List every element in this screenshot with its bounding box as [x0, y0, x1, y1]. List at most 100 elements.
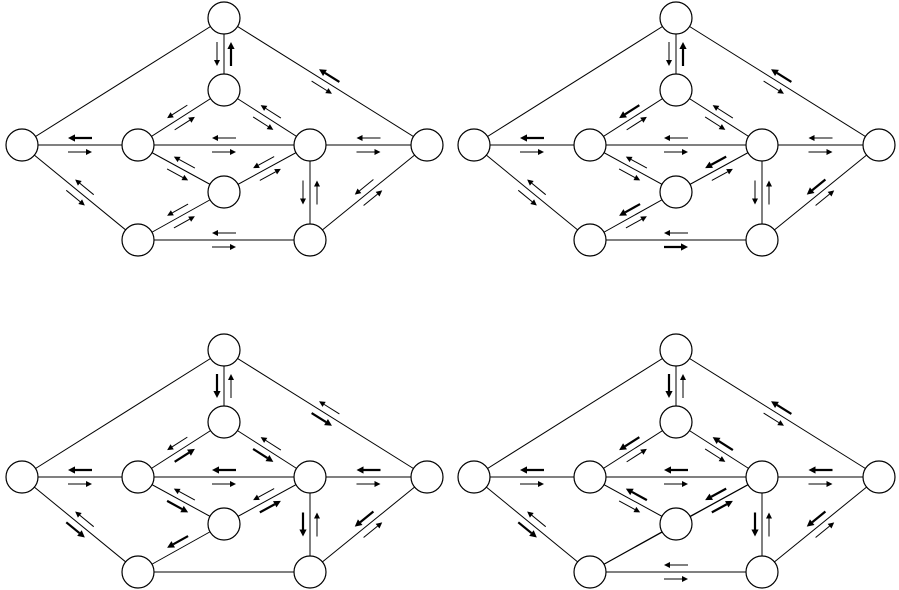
flow-arrow-D-to-B [664, 562, 688, 568]
node-L [457, 460, 491, 494]
flow-arrow-C-to-D [752, 180, 758, 205]
flow-arrow-A-to-C [212, 149, 236, 155]
edge-A-M1 [137, 89, 225, 146]
node-A [121, 460, 155, 494]
edge-D-R [761, 476, 880, 573]
edge-L-B [21, 476, 139, 573]
flow-arrow-M1-to-C [252, 116, 274, 130]
node-M2 [207, 507, 241, 541]
flow-arrow-M2-to-C [259, 500, 281, 514]
flow-arrow-M1-to-T [679, 42, 687, 66]
flow-arrow-C-to-M1 [712, 437, 734, 451]
flow-arrow-M1-to-A [167, 436, 188, 451]
node-R [410, 128, 444, 162]
flow-arrow-B-to-L [527, 511, 547, 528]
edge-T-R [675, 17, 880, 146]
flow-arrow-C-to-M2 [705, 155, 727, 169]
flow-arrow-D-to-B [664, 230, 688, 236]
edge-L-B [473, 144, 591, 241]
flow-arrow-C-to-R [356, 149, 381, 155]
flow-arrows [517, 42, 835, 251]
flow-arrow-B-to-D [664, 576, 688, 582]
flow-arrow-M2-to-B [619, 203, 641, 216]
edge-T-R [223, 17, 428, 146]
flow-arrow-A-to-M1 [174, 116, 195, 131]
flow-arrow-L-to-B [65, 521, 85, 538]
flow-arrow-L-to-A [68, 149, 92, 155]
flow-arrow-B-to-L [527, 179, 547, 196]
node-A [573, 460, 607, 494]
node-D [293, 555, 327, 589]
flow-arrow-M1-to-A [619, 436, 640, 451]
flow-arrow-B-to-L [75, 179, 95, 196]
node-R [862, 460, 896, 494]
flow-arrow-B-to-M2 [625, 216, 647, 229]
node-D [745, 555, 779, 589]
panel-bottom-right [457, 333, 896, 589]
flow-arrow-A-to-L [68, 134, 92, 142]
node-B [573, 223, 607, 257]
flow-arrows [517, 374, 835, 582]
flow-arrow-M2-to-A [625, 156, 648, 169]
node-M1 [659, 405, 693, 439]
edge-L-B [473, 476, 591, 573]
edge-T-L [21, 17, 225, 146]
flow-arrow-C-to-A [664, 135, 688, 141]
flow-arrow-M2-to-C [711, 168, 733, 181]
flow-arrow-L-to-A [520, 149, 544, 155]
flow-arrow-T-to-M1 [214, 42, 220, 66]
flow-arrow-L-to-B [517, 521, 537, 538]
nodes [457, 1, 896, 257]
node-R [862, 128, 896, 162]
node-T [207, 333, 241, 367]
flow-arrow-A-to-M2 [618, 168, 641, 181]
edge-A-M1 [589, 421, 677, 478]
flow-arrow-R-to-T [771, 401, 792, 415]
node-M2 [659, 175, 693, 209]
flow-arrow-M2-to-C [259, 168, 281, 181]
flow-arrows [65, 374, 383, 548]
nodes [457, 333, 896, 589]
node-M1 [207, 73, 241, 107]
panel-bottom-left [5, 333, 444, 589]
node-M1 [659, 73, 693, 107]
flow-arrow-B-to-L [75, 511, 95, 528]
flow-arrow-A-to-M1 [626, 116, 647, 131]
flow-arrow-B-to-D [212, 244, 236, 250]
flow-arrow-M1-to-C [704, 448, 726, 462]
flow-arrow-T-to-R [311, 412, 332, 426]
flow-arrow-R-to-C [356, 135, 381, 141]
flow-arrow-M2-to-A [173, 488, 196, 501]
flow-arrow-L-to-A [68, 481, 92, 487]
flow-arrow-T-to-M1 [666, 42, 672, 66]
flow-arrow-C-to-M2 [253, 488, 275, 501]
flow-arrow-A-to-L [68, 466, 92, 474]
flow-arrow-D-to-C [314, 180, 320, 205]
flow-arrow-T-to-R [763, 80, 784, 94]
flow-arrow-M1-to-C [252, 448, 274, 462]
flow-arrow-D-to-R [363, 522, 383, 538]
flow-arrow-M1-to-T [227, 42, 235, 66]
flow-arrow-M1-to-A [619, 104, 640, 119]
flow-arrow-M1-to-C [704, 116, 726, 130]
flow-arrow-R-to-T [771, 69, 792, 83]
flow-arrow-M2-to-B [167, 203, 189, 216]
node-B [573, 555, 607, 589]
flow-arrow-C-to-A [212, 135, 236, 141]
node-C [745, 128, 779, 162]
flow-arrow-C-to-M1 [712, 105, 734, 119]
edge-M1-C [223, 421, 311, 478]
edges [21, 349, 428, 573]
flow-arrow-B-to-D [664, 243, 688, 251]
flow-arrow-M1-to-T [680, 374, 686, 398]
edge-T-L [473, 349, 677, 478]
node-B [121, 223, 155, 257]
flow-arrow-A-to-M2 [618, 500, 641, 513]
flow-arrow-A-to-M2 [166, 499, 189, 513]
edges [473, 17, 880, 241]
flow-arrow-D-to-R [815, 190, 835, 206]
flow-arrow-L-to-B [65, 189, 85, 206]
flow-arrow-M2-to-A [625, 488, 648, 502]
flow-arrow-C-to-M2 [705, 487, 727, 501]
